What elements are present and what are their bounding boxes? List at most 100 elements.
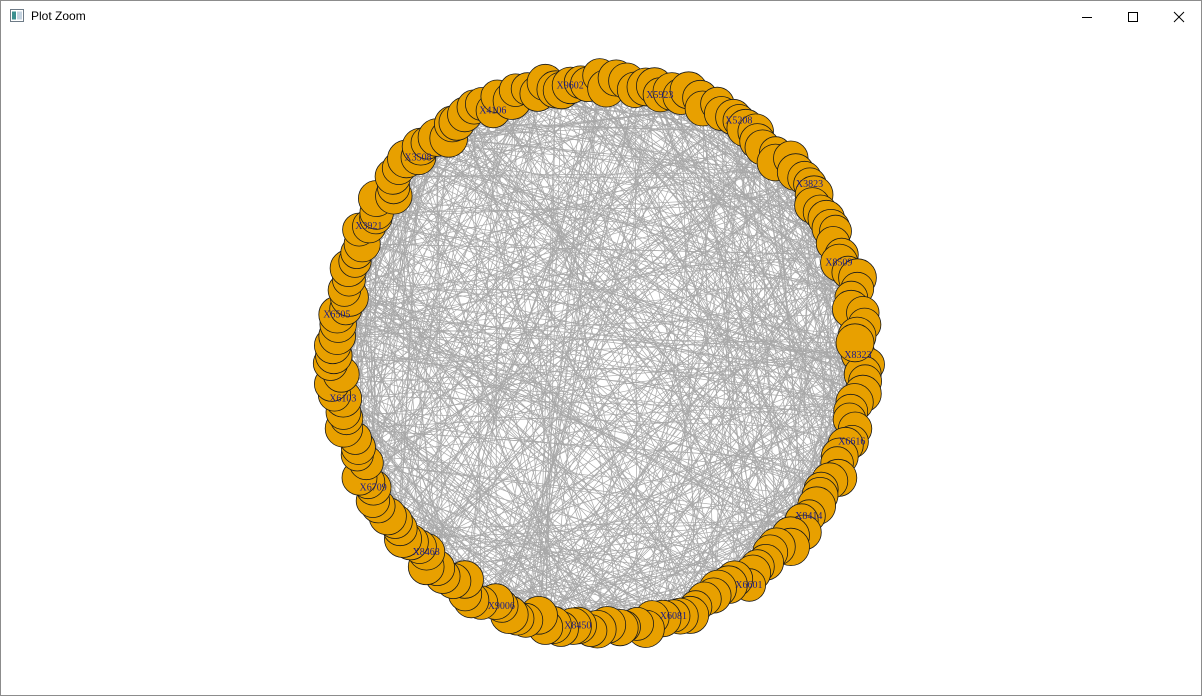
graph-edge xyxy=(398,168,438,569)
graph-edge xyxy=(511,100,830,482)
graph-edge xyxy=(590,243,834,631)
graph-edge xyxy=(495,96,498,602)
graph-edge xyxy=(570,85,822,490)
graph-edge xyxy=(344,289,802,521)
graph-edge xyxy=(538,84,589,616)
graph-edge xyxy=(377,505,691,616)
title-bar[interactable]: Plot Zoom xyxy=(1,1,1201,32)
graph-edge xyxy=(702,108,858,337)
graph-edge xyxy=(605,88,792,548)
graph-edge xyxy=(362,243,842,256)
graph-edge xyxy=(334,394,735,580)
graph-edge xyxy=(464,520,802,580)
node-label: X8468 xyxy=(413,547,440,558)
graph-edge xyxy=(392,176,427,552)
graph-edge xyxy=(346,354,859,419)
maximize-button[interactable] xyxy=(1110,1,1156,32)
graph-edge xyxy=(436,428,856,569)
graph-edge xyxy=(392,171,796,177)
graph-edge xyxy=(399,114,466,529)
graph-edge xyxy=(757,141,777,547)
graph-edge xyxy=(346,86,647,419)
label-layer: X8323X6616X8414X6601X6081X8450X9006X8468… xyxy=(323,80,871,631)
graph-edge xyxy=(538,89,556,616)
graph-edge xyxy=(377,80,627,507)
graph-edge xyxy=(473,106,592,631)
graph-edge xyxy=(392,103,718,177)
graph-edge xyxy=(671,91,864,394)
graph-edge xyxy=(398,167,866,382)
graph-edge xyxy=(527,88,554,626)
graph-edge xyxy=(345,308,805,533)
node-label: X6709 xyxy=(360,483,387,494)
graph-edge xyxy=(373,147,763,488)
network-graph: X8323X6616X8414X6601X6081X8450X9006X8468… xyxy=(312,58,885,649)
node-label: X8323 xyxy=(844,350,871,361)
graph-edge xyxy=(480,177,805,603)
graph-edge xyxy=(437,520,802,569)
graph-edge xyxy=(400,520,802,529)
graph-edge xyxy=(399,103,483,529)
graph-edge xyxy=(345,254,842,310)
graph-edge xyxy=(599,75,846,446)
graph-edge xyxy=(473,106,771,553)
node-label: X8509 xyxy=(825,258,852,269)
graph-edge xyxy=(410,91,673,543)
graph-edge xyxy=(645,354,859,630)
graph-edge xyxy=(336,314,646,630)
graph-edge xyxy=(343,411,856,430)
app-icon xyxy=(10,9,24,22)
graph-edge xyxy=(406,158,813,206)
graph-edge xyxy=(456,122,796,173)
graph-edge xyxy=(560,127,747,630)
graph-edge xyxy=(346,120,740,419)
graph-edge xyxy=(427,142,805,179)
graph-edge xyxy=(702,108,805,533)
graph-edge xyxy=(577,495,821,626)
graph-node xyxy=(835,323,875,363)
graph-edge xyxy=(376,212,863,375)
graph-edge xyxy=(570,85,750,586)
node-label: X6081 xyxy=(660,611,687,622)
graph-edge xyxy=(606,103,718,625)
graph-edge xyxy=(555,89,621,628)
close-button[interactable] xyxy=(1156,1,1202,32)
graph-edge xyxy=(376,212,527,621)
graph-edge xyxy=(345,308,863,375)
graph-edge xyxy=(570,85,838,464)
graph-edge xyxy=(343,398,674,617)
graph-edge xyxy=(755,131,821,496)
graph-edge xyxy=(348,267,822,490)
graph-edge xyxy=(427,142,863,375)
graph-edge xyxy=(464,205,813,580)
graph-edge xyxy=(425,80,627,567)
minimize-button[interactable] xyxy=(1064,1,1110,32)
graph-edge xyxy=(343,398,691,616)
graph-edge xyxy=(343,411,638,625)
graph-edge xyxy=(662,113,722,619)
graph-edge xyxy=(659,94,850,420)
graph-edge xyxy=(495,480,830,602)
graph-edge xyxy=(358,342,856,448)
graph-edge xyxy=(375,217,729,585)
node-label: X6103 xyxy=(329,394,356,405)
graph-edge xyxy=(555,89,834,244)
node-label: X9006 xyxy=(488,601,515,612)
close-icon xyxy=(1173,11,1185,22)
node-label: X6616 xyxy=(838,437,865,448)
graph-edge xyxy=(331,383,696,608)
graph-edge xyxy=(464,277,858,580)
graph-edge xyxy=(376,198,777,547)
graph-edge xyxy=(464,93,539,580)
graph-edge xyxy=(398,167,753,574)
graph-edge xyxy=(555,89,865,325)
graph-edge xyxy=(473,106,864,394)
graph-edge xyxy=(394,85,655,522)
graph-edge xyxy=(755,131,822,490)
graph-edge xyxy=(452,123,830,482)
graph-edge xyxy=(375,147,763,218)
node-label: X8450 xyxy=(564,621,591,632)
graph-edge xyxy=(393,187,771,553)
